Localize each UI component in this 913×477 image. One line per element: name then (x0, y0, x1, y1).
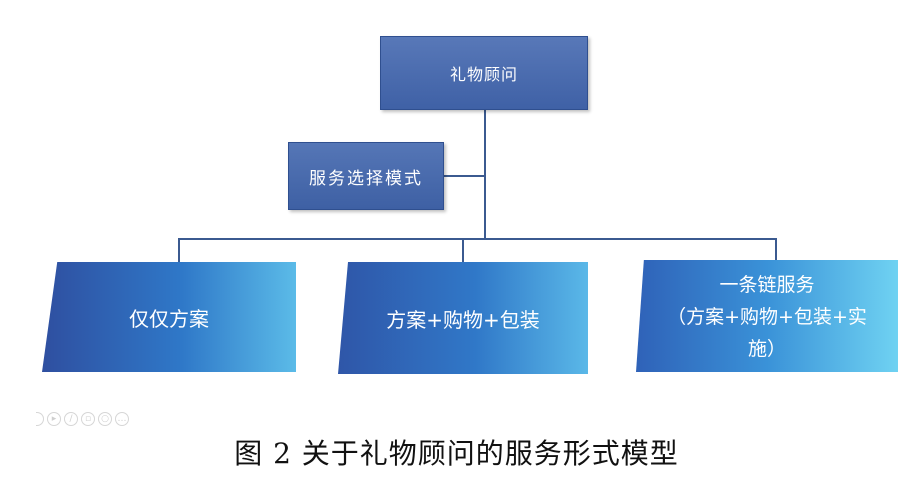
slide-toolbar: ▸ ∕ ▫ ○ … (36, 410, 166, 428)
figure-caption: 图 2 关于礼物顾问的服务形式模型 (234, 437, 679, 470)
connector-leaf-2 (462, 238, 464, 263)
cropped-heading-fragment (0, 0, 230, 10)
leaf-one-chain-line-2: （方案+购物+包装+实 (667, 306, 867, 328)
more-icon[interactable]: … (115, 412, 129, 426)
connector-root-down (484, 110, 486, 238)
leaf-one-chain-line-3: 施） (747, 338, 786, 360)
chevron-right-icon[interactable] (36, 412, 44, 426)
leaf-one-chain-line-1: 一条链服务 (719, 274, 815, 296)
node-service-mode-label: 服务选择模式 (309, 168, 423, 189)
connector-leaf-1 (178, 238, 180, 263)
connector-leaf-3 (775, 238, 777, 261)
leaf-one-chain-service: 一条链服务 （方案+购物+包装+实 施） (636, 260, 898, 372)
pencil-icon[interactable]: ∕ (64, 412, 78, 426)
play-icon[interactable]: ▸ (47, 412, 61, 426)
leaf-plan-only-label: 仅仅方案 (129, 306, 209, 331)
leaf-plan-shopping-wrapping-label: 方案+购物+包装 (386, 307, 540, 332)
leaf-plan-only: 仅仅方案 (42, 262, 296, 372)
connector-horizontal (178, 238, 777, 240)
node-gift-advisor: 礼物顾问 (380, 36, 588, 110)
node-gift-advisor-label: 礼物顾问 (449, 65, 518, 84)
zoom-icon[interactable]: ○ (98, 412, 112, 426)
copy-icon[interactable]: ▫ (81, 412, 95, 426)
node-service-mode: 服务选择模式 (288, 142, 444, 210)
connector-mode (444, 175, 485, 177)
leaf-plan-shopping-wrapping: 方案+购物+包装 (338, 262, 588, 374)
